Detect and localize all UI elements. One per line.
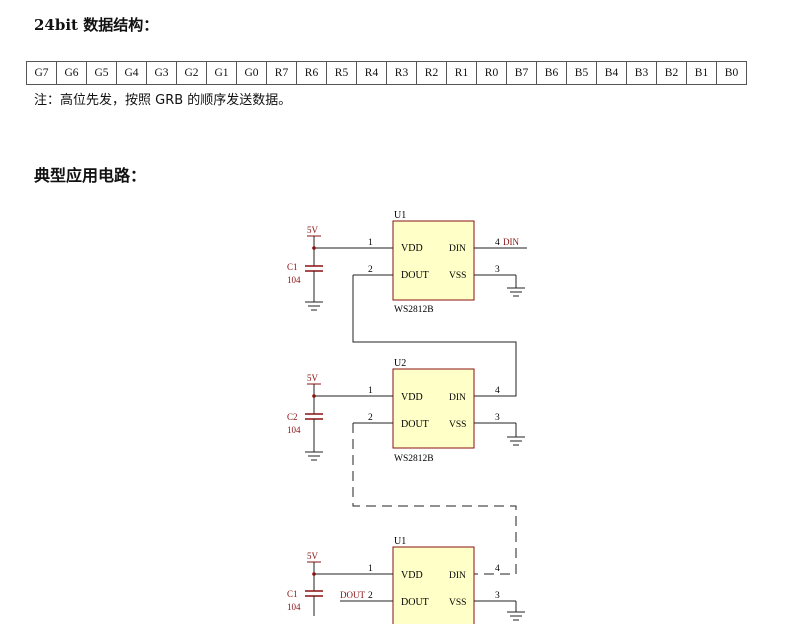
pin-vdd-label: VDD (401, 392, 423, 403)
pin-number: 4 (495, 238, 500, 248)
bit-cell: B5 (566, 61, 597, 85)
cap-ref-label: C1 (287, 589, 298, 599)
pin-number: 1 (368, 564, 373, 574)
cap-ref-label: C1 (287, 262, 298, 272)
bit-cell: G6 (56, 61, 87, 85)
pin-number: 3 (495, 265, 500, 275)
led-chip-body (392, 368, 475, 449)
chip-part-label: WS2812B (394, 454, 434, 464)
pin-vdd-label: VDD (401, 243, 423, 254)
bit-cell: R0 (476, 61, 507, 85)
pin-number: 2 (368, 265, 373, 275)
bit-cell: R7 (266, 61, 297, 85)
application-circuit-heading: 典型应用电路： (34, 166, 147, 185)
pin-number: 3 (495, 413, 500, 423)
supply-label: 5V (307, 551, 319, 561)
pin-din-label: DIN (449, 244, 466, 254)
ground-symbol (507, 436, 525, 446)
bit-cell: G1 (206, 61, 237, 85)
led-chip-body (392, 220, 475, 301)
data-chain-wire (352, 275, 517, 397)
bit-cell: B4 (596, 61, 627, 85)
pin-vss-label: VSS (449, 420, 466, 430)
chip-part-label: WS2812B (394, 305, 434, 315)
cap-value-label: 104 (287, 275, 301, 285)
led-chip-body (392, 546, 475, 624)
pin-din-label: DIN (449, 393, 466, 403)
cap-value-label: 104 (287, 602, 301, 612)
ground-symbol (507, 611, 525, 621)
bit-cell: R1 (446, 61, 477, 85)
bit-cell: B0 (716, 61, 747, 85)
din-net-label: DIN (503, 237, 519, 247)
bit-cell: R5 (326, 61, 357, 85)
pin-vdd-label: VDD (401, 570, 423, 581)
bit-cell: G2 (176, 61, 207, 85)
bit-cell: B6 (536, 61, 567, 85)
pin-number: 1 (368, 238, 373, 248)
pin-number: 2 (368, 591, 373, 601)
cap-ref-label: C2 (287, 412, 298, 422)
pin-number: 3 (495, 591, 500, 601)
bit-cell: B1 (686, 61, 717, 85)
pin-dout-label: DOUT (401, 419, 429, 430)
bit-cell: R2 (416, 61, 447, 85)
supply-label: 5V (307, 225, 319, 235)
pin-number: 4 (495, 386, 500, 396)
bit-cell: B2 (656, 61, 687, 85)
data-chain-continuation (352, 423, 517, 575)
pin-dout-label: DOUT (401, 270, 429, 281)
chip-ref-label: U2 (394, 358, 406, 369)
ground-symbol (507, 287, 525, 297)
pin-vss-label: VSS (449, 598, 466, 608)
pin-vss-label: VSS (449, 271, 466, 281)
dout-net-label: DOUT (340, 590, 365, 600)
circuit-stage-2: U2 VDD DIN DOUT VSS WS2812B 1 2 4 3 5V C… (287, 358, 525, 464)
pin-number: 2 (368, 413, 373, 423)
ground-symbol (305, 451, 323, 461)
supply-label: 5V (307, 373, 319, 383)
bit-cell: B3 (626, 61, 657, 85)
bit-cell: G5 (86, 61, 117, 85)
pin-number: 1 (368, 386, 373, 396)
capacitor-symbol (305, 413, 323, 420)
circuit-stage-1: U1 VDD DIN DOUT VSS WS2812B 1 2 4 DIN 3 … (287, 210, 527, 315)
transmission-note: 注：高位先发，按照 GRB 的顺序发送数据。 (34, 93, 292, 108)
pin-number: 4 (495, 564, 500, 574)
pin-dout-label: DOUT (401, 597, 429, 608)
chip-ref-label: U1 (394, 210, 406, 221)
data-structure-heading: 24bit 数据结构： (34, 16, 159, 34)
bit-cell: G0 (236, 61, 267, 85)
circuit-stage-3: U1 VDD DIN DOUT VSS 1 DOUT 2 4 3 5V C1 1… (287, 536, 525, 624)
ground-symbol (305, 301, 323, 311)
bit-cell: R3 (386, 61, 417, 85)
cap-value-label: 104 (287, 425, 301, 435)
capacitor-symbol (305, 590, 323, 597)
capacitor-symbol (305, 265, 323, 272)
pin-din-label: DIN (449, 571, 466, 581)
chip-ref-label: U1 (394, 536, 406, 547)
